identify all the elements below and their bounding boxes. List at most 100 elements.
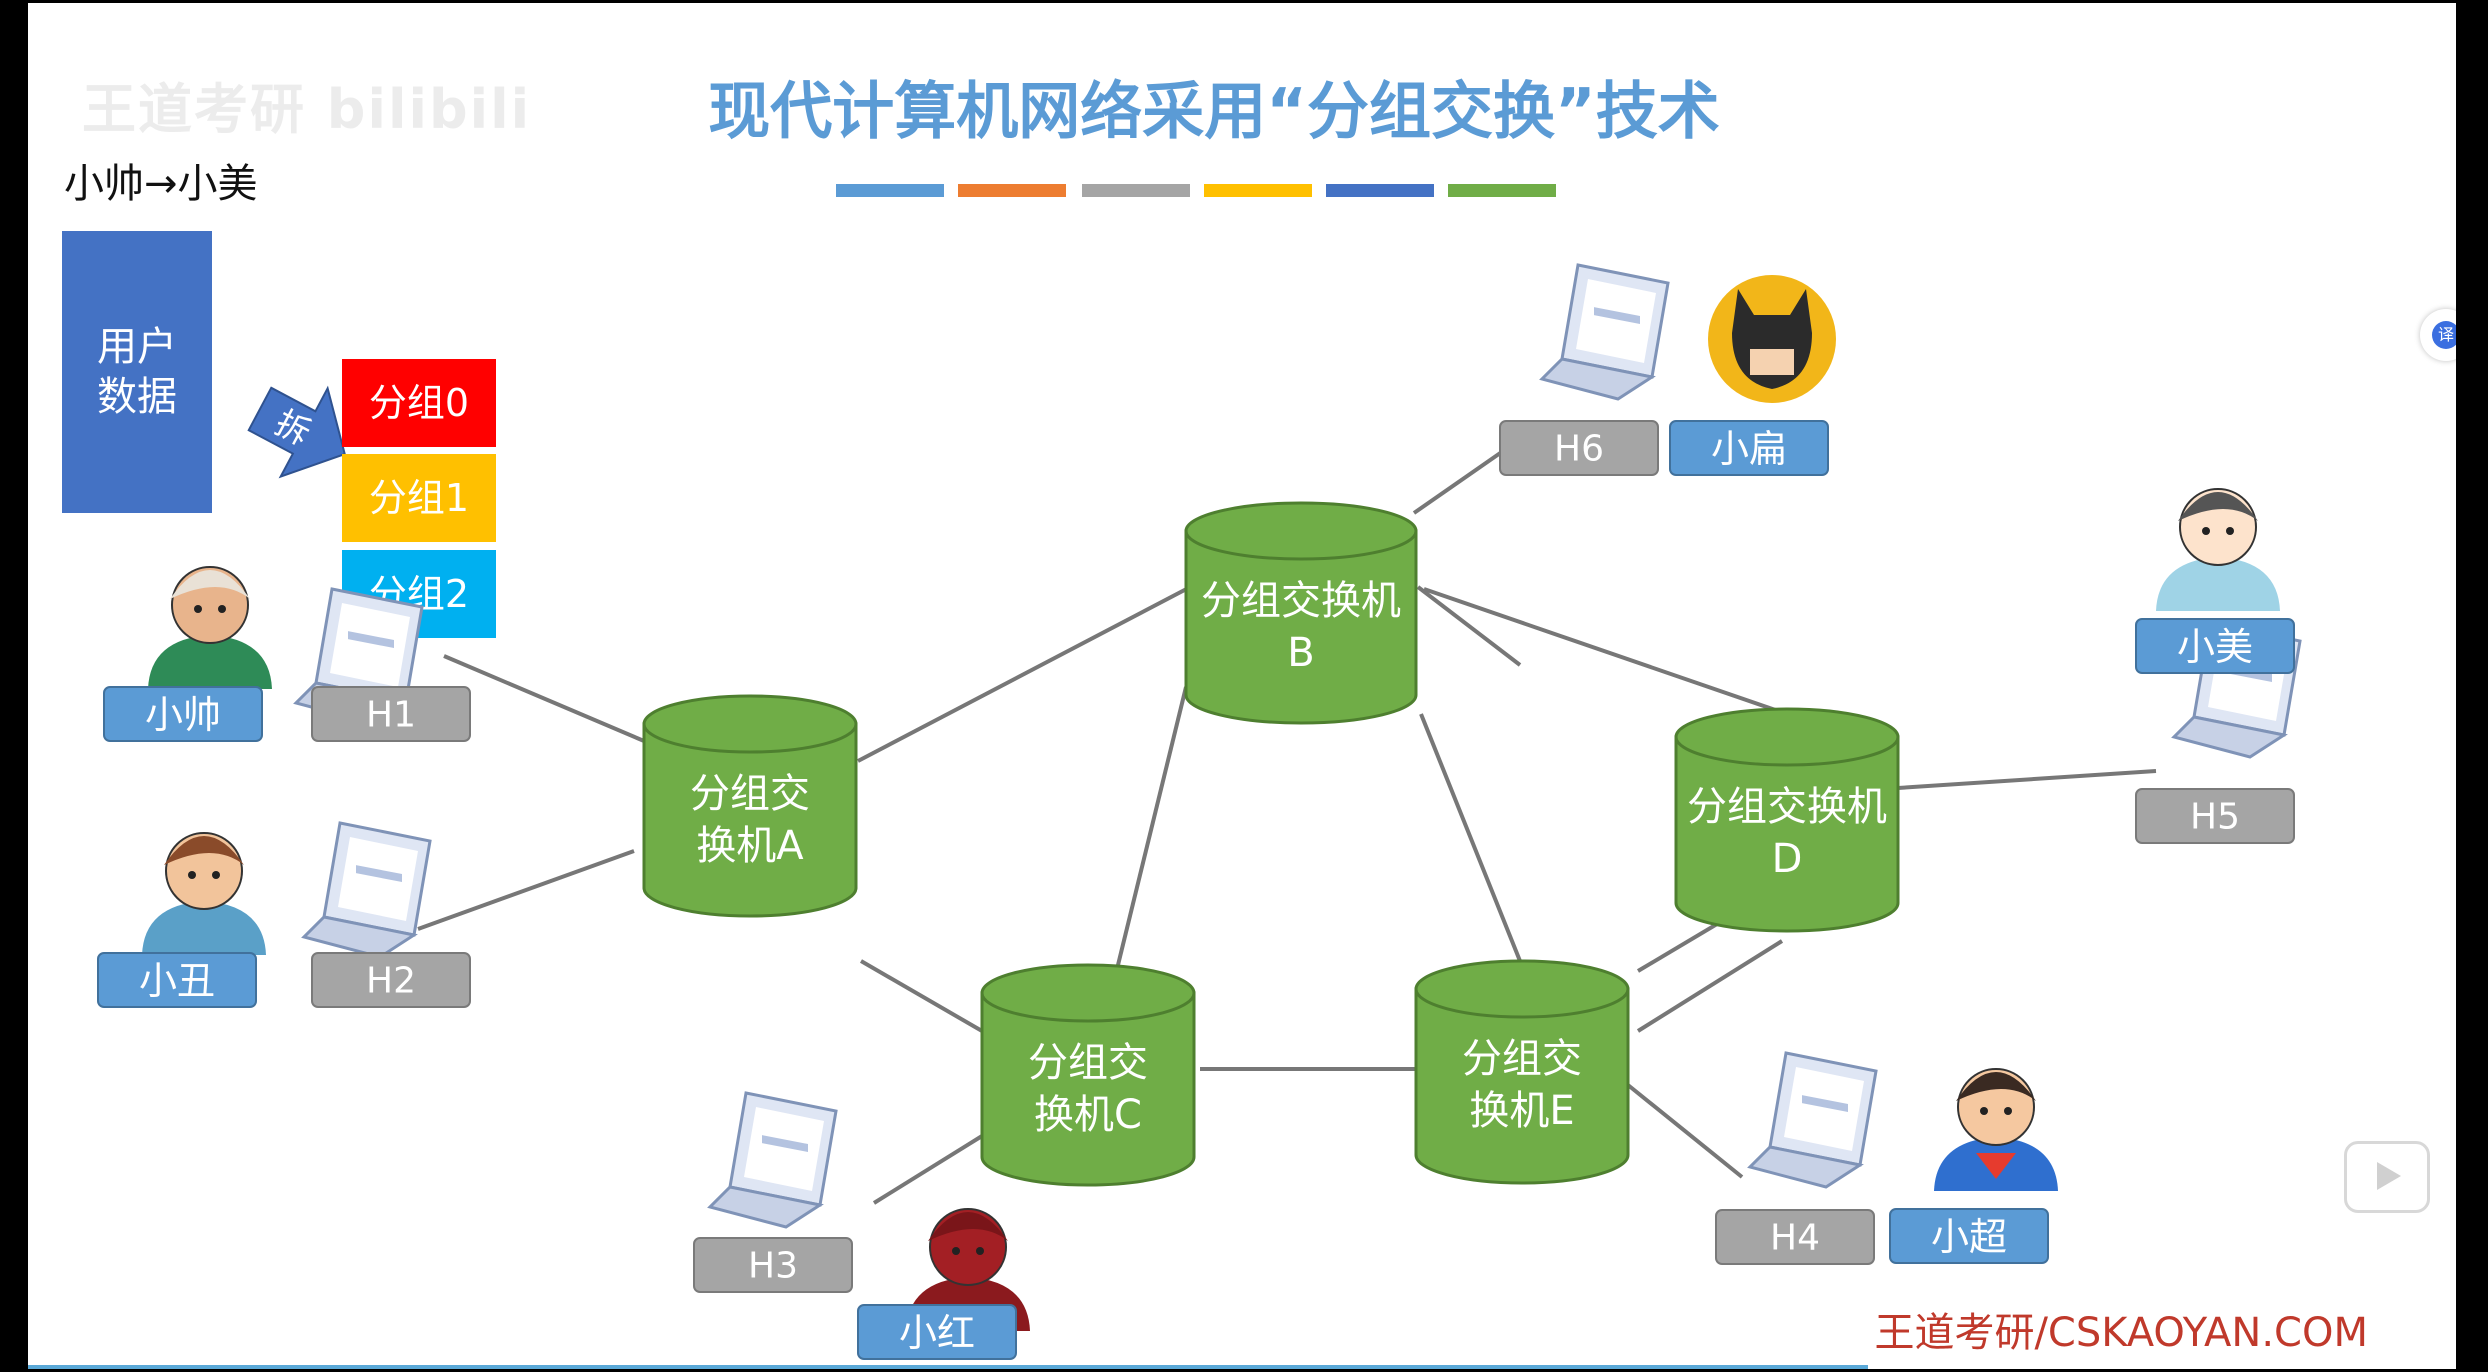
switch-label: 分组交 — [1028, 1040, 1148, 1086]
user-box — [1889, 1208, 2049, 1264]
avatar-hair — [1956, 1072, 2036, 1101]
translate-button[interactable]: 译 — [2420, 309, 2456, 361]
link-line — [859, 959, 984, 1033]
footer-brand: 王道考研/CSKAOYAN.COM — [1874, 1310, 2368, 1356]
split-arrow: 拆 — [247, 385, 346, 479]
avatar-hair — [170, 570, 250, 599]
page-title: 现代计算机网络采用“分组交换”技术 — [708, 75, 1720, 148]
laptop-ui-bar — [1802, 1095, 1848, 1113]
avatar-eye — [2202, 527, 2210, 535]
laptop-keyboard — [1747, 1145, 1864, 1189]
laptop-display — [338, 837, 418, 921]
host-box — [2135, 788, 2295, 844]
laptop-h4 — [1747, 1051, 1878, 1189]
link-line — [1116, 686, 1188, 966]
avatar-xiaoshuai — [148, 566, 272, 689]
switch-label: D — [1772, 836, 1803, 882]
avatar-hair — [928, 1212, 1008, 1241]
switch-label: 分组交 — [690, 771, 810, 817]
laptop-h2 — [301, 821, 432, 959]
switch-top — [642, 694, 858, 754]
laptop-keyboard — [2171, 715, 2288, 759]
host-label: H4 — [1770, 1218, 1820, 1259]
switch-label: 换机E — [1469, 1088, 1574, 1134]
host-label: H5 — [2190, 797, 2240, 838]
color-bar — [836, 184, 944, 197]
avatar-body — [148, 635, 272, 689]
link-line — [872, 1134, 984, 1205]
switch-label: 换机C — [1034, 1092, 1142, 1138]
laptop-h3 — [707, 1091, 838, 1229]
translate-icon: 译 — [2432, 321, 2456, 349]
avatar-eye — [194, 605, 202, 613]
color-bar — [1204, 184, 1312, 197]
laptop-display — [1784, 1067, 1864, 1151]
laptop-ui-bar — [348, 631, 394, 649]
switch-top — [1414, 959, 1630, 1019]
avatar-eye — [2004, 1107, 2012, 1115]
superman-emblem — [1976, 1153, 2016, 1179]
switch-label: 分组交换机 — [1687, 784, 1887, 830]
avatar-eye — [212, 871, 220, 879]
user-data-label: 用户 — [97, 324, 177, 370]
packet-block — [342, 454, 496, 542]
host-label: H3 — [748, 1246, 798, 1287]
host-label: H6 — [1554, 429, 1604, 470]
host-box — [1715, 1209, 1875, 1265]
link-line — [1416, 585, 1522, 667]
switch-top — [1184, 501, 1418, 561]
color-bar — [958, 184, 1066, 197]
user-box — [1669, 420, 1829, 476]
laptop-ui-bar — [356, 865, 402, 883]
user-box — [857, 1304, 1017, 1360]
avatar-body — [142, 901, 266, 955]
host-label: H1 — [366, 695, 416, 736]
watermark: 王道考研 bilibili — [82, 78, 532, 141]
bottom-divider — [28, 1365, 1868, 1369]
play-icon[interactable] — [2344, 1141, 2430, 1213]
switch-label: 分组交换机 — [1201, 578, 1401, 624]
avatar-eye — [188, 871, 196, 879]
laptop-ui-bar — [762, 1135, 808, 1153]
laptop-h6 — [1539, 263, 1670, 401]
packet-block — [342, 359, 496, 447]
laptop-display — [744, 1107, 824, 1191]
slide: 王道考研 bilibili 现代计算机网络采用“分组交换”技术小帅→小美用户数据… — [28, 3, 2456, 1369]
user-data-label: 数据 — [97, 374, 177, 420]
avatar-eye — [976, 1247, 984, 1255]
link-line — [1423, 587, 1785, 715]
avatar-xiaochao — [1934, 1068, 2058, 1191]
switch-body — [980, 991, 1196, 1187]
switch-label: B — [1287, 630, 1314, 676]
laptop-keyboard — [1539, 357, 1656, 401]
user-label: 小扁 — [1711, 427, 1787, 471]
packet-label: 分组1 — [369, 476, 469, 520]
laptop-display — [330, 603, 410, 687]
switch-body — [642, 722, 858, 918]
host-box — [311, 952, 471, 1008]
avatar-xiaomei — [2156, 488, 2280, 611]
split-arrow-shape — [247, 385, 346, 479]
avatar-eye — [1980, 1107, 1988, 1115]
user-label: 小丑 — [139, 959, 215, 1003]
user-label: 小美 — [2177, 625, 2253, 669]
network-diagram: 现代计算机网络采用“分组交换”技术小帅→小美用户数据拆分组0分组1分组2分组交换… — [62, 75, 2368, 1360]
avatar-eye — [218, 605, 226, 613]
host-box — [1499, 420, 1659, 476]
user-data-block — [62, 231, 212, 513]
avatar-xiaochou — [142, 832, 266, 955]
host-box — [311, 686, 471, 742]
avatar-eye — [952, 1247, 960, 1255]
link-line — [1897, 769, 2157, 790]
link-line — [417, 849, 635, 931]
laptop-ui-bar — [1594, 307, 1640, 325]
link-line — [857, 582, 1197, 763]
user-label: 小红 — [899, 1311, 975, 1355]
switch-label: 换机A — [696, 823, 804, 869]
switch-body — [1674, 735, 1900, 933]
packet-label: 分组0 — [369, 381, 469, 425]
color-bar — [1448, 184, 1556, 197]
color-bar — [1326, 184, 1434, 197]
link-line — [1419, 713, 1522, 962]
link-line — [443, 654, 645, 743]
